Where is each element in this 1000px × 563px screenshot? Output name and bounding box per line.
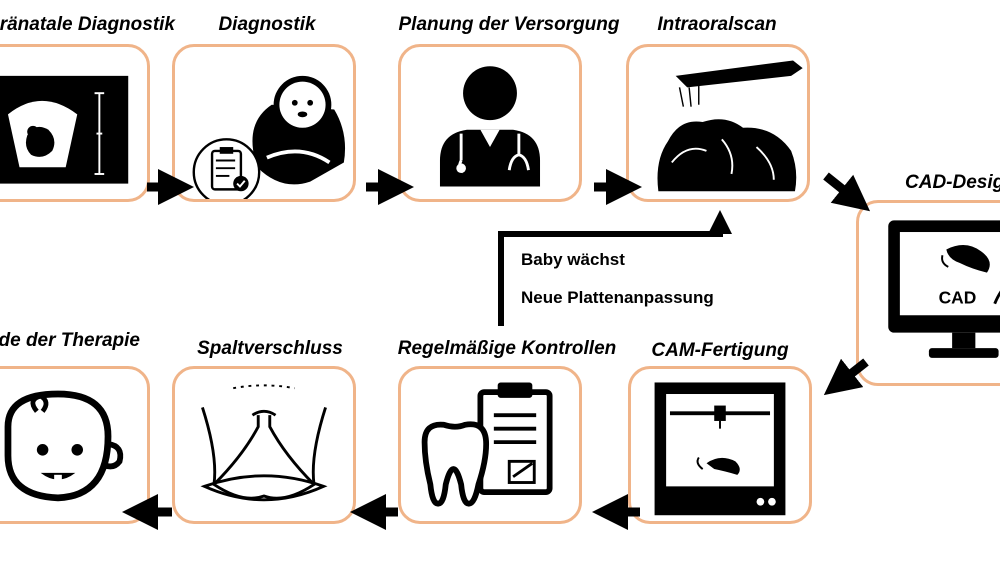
step-title-cad-design: CAD-Design	[905, 172, 1000, 193]
step-box-spaltverschluss	[172, 366, 356, 524]
cad-text: CAD	[939, 288, 977, 308]
3d-printer-icon	[654, 382, 786, 516]
step-title-ende: Ende der Therapie	[0, 330, 140, 351]
step-box-praenatale-diagnostik	[0, 44, 150, 202]
doctor-icon	[439, 66, 541, 187]
arrow-4-5	[823, 172, 871, 212]
step-title-cam-fertigung: CAM-Fertigung	[651, 340, 789, 361]
tooth-clipboard-icon	[421, 382, 553, 507]
step-box-planung	[398, 44, 582, 202]
step-box-ende	[0, 366, 150, 524]
loop-label-baby-waechst: Baby wächst	[521, 250, 625, 269]
step-title-praenatale-diagnostik: Pränatale Diagnostik	[0, 14, 175, 35]
loop-label-neue-plattenanpassung: Neue Plattenanpassung	[521, 288, 714, 307]
arrow-5-6	[823, 358, 869, 396]
step-box-cam-fertigung	[628, 366, 812, 524]
intraoral-scanner-icon	[657, 60, 803, 192]
step-box-kontrollen	[398, 366, 582, 524]
loop-arrow	[498, 210, 732, 326]
step-title-diagnostik: Diagnostik	[218, 14, 316, 35]
step-title-planung: Planung der Versorgung	[398, 14, 620, 35]
step-title-kontrollen: Regelmäßige Kontrollen	[397, 338, 617, 359]
happy-baby-icon	[4, 390, 124, 502]
step-box-cad-design: CAD	[856, 200, 1000, 386]
step-box-intraoralscan	[626, 44, 810, 202]
cleft-closure-icon	[200, 384, 328, 502]
step-title-spaltverschluss: Spaltverschluss	[197, 338, 343, 359]
step-box-diagnostik	[172, 44, 356, 202]
step-title-intraoralscan: Intraoralscan	[657, 14, 777, 35]
baby-clipboard-icon	[192, 75, 346, 199]
cad-monitor-icon: CAD	[888, 220, 1000, 358]
ultrasound-icon	[0, 75, 129, 184]
